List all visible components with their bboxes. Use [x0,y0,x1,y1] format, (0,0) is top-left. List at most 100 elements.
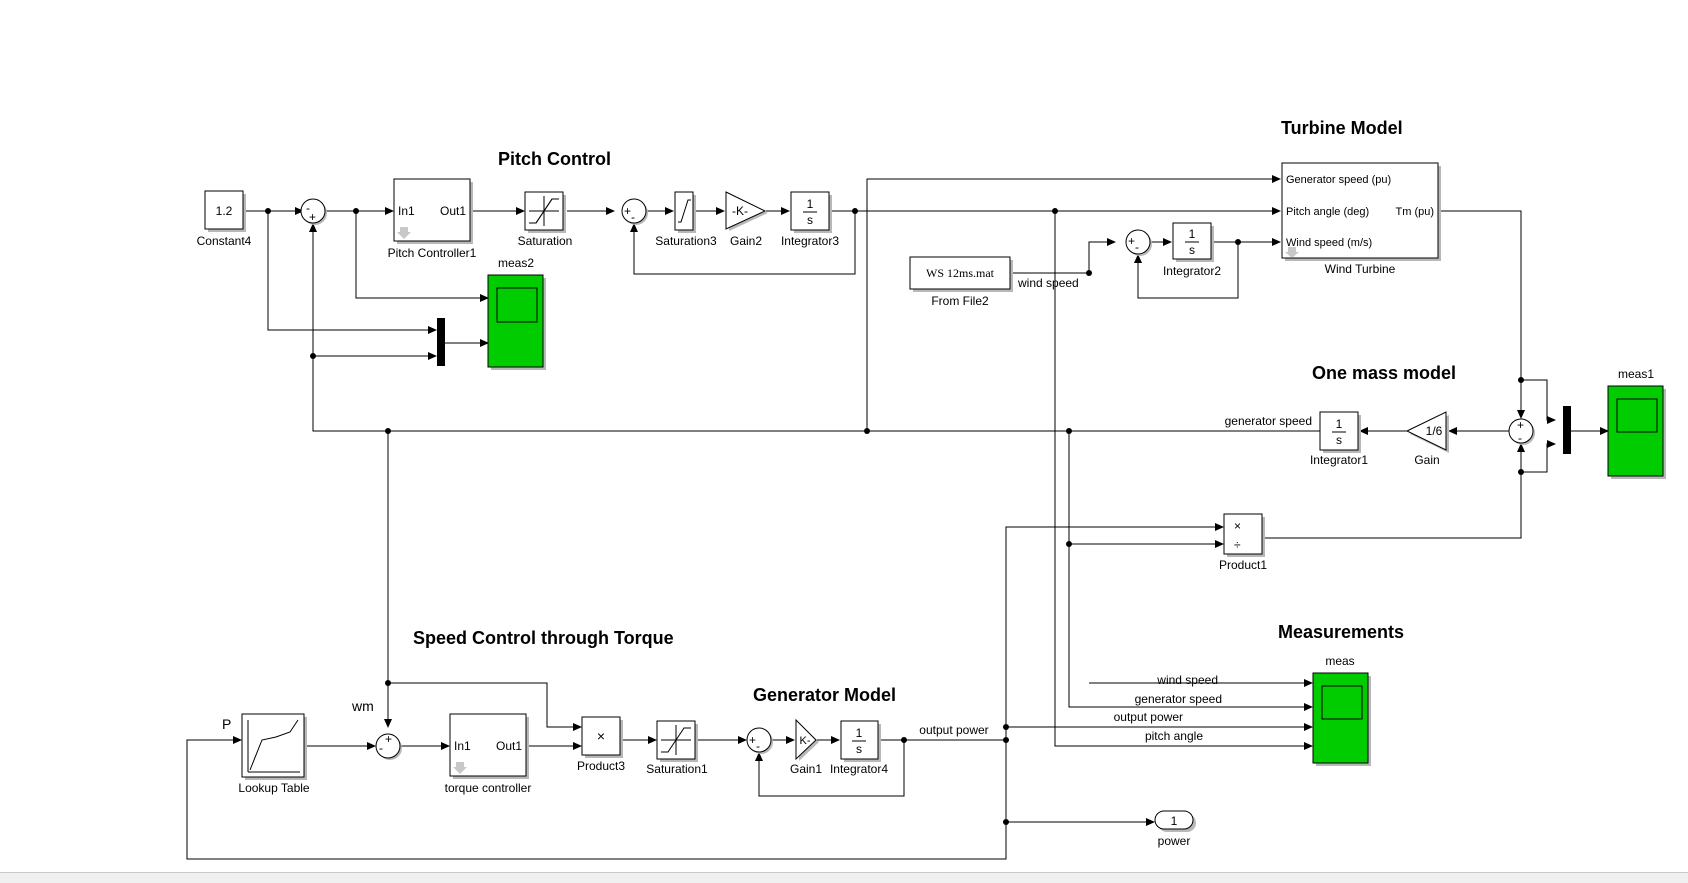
from-file2-block[interactable]: WS 12ms.mat From File2 [909,256,1013,308]
branch-points [265,208,1524,825]
torque-controller-label: torque controller [445,781,532,795]
meas-label: meas [1325,654,1354,668]
gain1-label: Gain1 [790,762,822,776]
integrator1-num: 1 [1336,417,1343,431]
wm-sum-block[interactable]: - + [375,732,402,760]
meas-output-power-label: output power [1114,710,1183,724]
sign-minus: - [631,210,635,224]
measurements-title: Measurements [1278,622,1404,642]
integrator2-den: s [1189,243,1195,257]
integrator1-block[interactable]: 1 s Integrator1 [1310,411,1368,467]
integrator3-block[interactable]: 1 s Integrator3 [781,191,839,248]
sign-plus: + [385,732,392,746]
multiply-icon: × [597,728,605,744]
sign-minus: - [1518,431,1522,445]
subsystem-arrow-icon [397,227,411,239]
pitch-sum-block[interactable]: - + [300,198,327,225]
meas2-scope[interactable]: meas2 [487,256,546,370]
sign-minus: - [306,201,310,215]
pitch-mux-block[interactable] [437,318,445,366]
gain-label: Gain [1414,453,1439,467]
sign-plus: + [749,733,756,747]
pitch-control-title: Pitch Control [498,149,611,169]
meas1-scope[interactable]: meas1 [1607,367,1666,479]
meas2-label: meas2 [498,256,534,270]
integrator4-label: Integrator4 [830,762,888,776]
sign-plus: + [1517,418,1524,432]
wind-turbine-block[interactable]: Generator speed (pu) Pitch angle (deg) W… [1281,162,1441,276]
pitch-controller1-label: Pitch Controller1 [388,246,477,260]
power-outport-value: 1 [1171,814,1178,828]
wind-speed-signal-label: wind speed [1017,276,1079,290]
torque-controller-block[interactable]: In1 Out1 torque controller [445,713,532,795]
sign-minus: - [1135,240,1139,254]
status-bar [0,872,1688,883]
meas-wind-speed-label: wind speed [1156,673,1218,687]
one-mass-sum-block[interactable]: + - [1508,418,1535,445]
power-outport-block[interactable]: 1 power [1154,810,1196,848]
integrator1-den: s [1336,433,1342,447]
wind-turbine-in2-port: Pitch angle (deg) [1286,206,1369,218]
torque-controller-in-port: In1 [454,739,471,753]
integrator4-block[interactable]: 1 s Integrator4 [830,720,888,776]
gain1-block[interactable]: K- Gain1 [790,718,822,776]
integrator2-num: 1 [1189,227,1196,241]
meas-generator-speed-label: generator speed [1135,692,1222,706]
gain-value: 1/6 [1426,424,1443,438]
saturation1-block[interactable]: Saturation1 [646,720,708,776]
saturation3-label: Saturation3 [655,234,717,248]
saturation-label: Saturation [518,234,573,248]
gain-block[interactable]: 1/6 Gain [1405,411,1449,467]
pitch-controller1-in-port: In1 [398,204,415,218]
gain2-label: Gain2 [730,234,762,248]
saturation1-label: Saturation1 [646,762,708,776]
meas1-label: meas1 [1618,367,1654,381]
multiply-icon: × [1234,519,1241,533]
integrator4-num: 1 [856,726,863,740]
sign-minus: - [379,741,383,755]
sign-plus: + [1128,234,1135,248]
lookup-table-block[interactable]: Lookup Table [238,713,310,795]
pitch-controller1-out-port: Out1 [440,204,466,218]
constant4-block[interactable]: 1.2 Constant4 [197,190,252,248]
integrator2-block[interactable]: 1 s Integrator2 [1163,222,1221,278]
generator-model-title: Generator Model [753,685,896,705]
integrator1-label: Integrator1 [1310,453,1368,467]
one-mass-model-title: One mass model [1312,363,1456,383]
meas-pitch-angle-label: pitch angle [1145,729,1203,743]
gain2-value: -K- [732,204,748,218]
constant4-value: 1.2 [216,204,233,218]
generator-sum-block[interactable]: + - [746,727,773,754]
product3-block[interactable]: × Product3 [577,716,625,773]
product1-label: Product1 [1219,558,1267,572]
constant4-label: Constant4 [197,234,252,248]
wind-turbine-label: Wind Turbine [1325,262,1396,276]
generator-speed-signal-label: generator speed [1225,414,1312,428]
torque-controller-out-port: Out1 [496,739,522,753]
wm-label: wm [351,698,374,714]
product3-label: Product3 [577,759,625,773]
divide-icon: ÷ [1234,538,1241,552]
sign-plus: + [309,210,316,224]
saturation3-sum-block[interactable]: + - [621,198,648,225]
from-file2-value: WS 12ms.mat [926,266,995,280]
integrator3-label: Integrator3 [781,234,839,248]
wind-turbine-in3-port: Wind speed (m/s) [1286,237,1372,249]
wind-turbine-in1-port: Generator speed (pu) [1286,174,1391,186]
integrator2-sum-block[interactable]: + - [1125,229,1152,256]
meas-scope[interactable]: meas [1312,654,1371,766]
integrator2-label: Integrator2 [1163,264,1221,278]
saturation-block[interactable]: Saturation [518,191,573,248]
saturation3-block[interactable]: Saturation3 [655,191,717,248]
integrator3-num: 1 [807,197,814,211]
gain2-block[interactable]: -K- Gain2 [725,191,768,248]
subsystem-arrow-icon [1285,247,1299,258]
product1-block[interactable]: × ÷ Product1 [1219,513,1267,572]
p-label: P [222,716,231,732]
pitch-controller1-block[interactable]: In1 Out1 Pitch Controller1 [388,178,477,260]
speed-control-title: Speed Control through Torque [413,628,674,648]
signal-lines [186,175,1609,860]
gain1-value: K- [800,735,811,747]
meas1-mux-block[interactable] [1563,406,1571,454]
